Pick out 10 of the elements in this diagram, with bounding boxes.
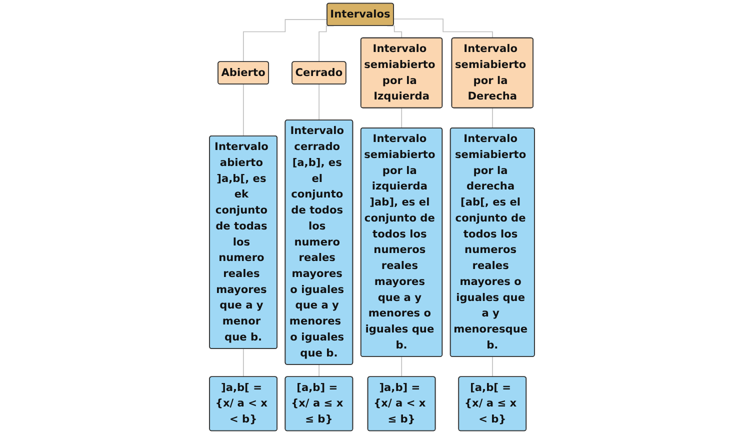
connector	[492, 108, 493, 129]
connector	[318, 84, 320, 121]
connector	[401, 356, 402, 378]
connector	[393, 18, 493, 38]
connector	[243, 84, 244, 136]
connector	[401, 108, 402, 129]
connector	[243, 19, 328, 62]
connector	[492, 356, 493, 378]
connector	[243, 348, 244, 378]
connector	[318, 364, 320, 378]
